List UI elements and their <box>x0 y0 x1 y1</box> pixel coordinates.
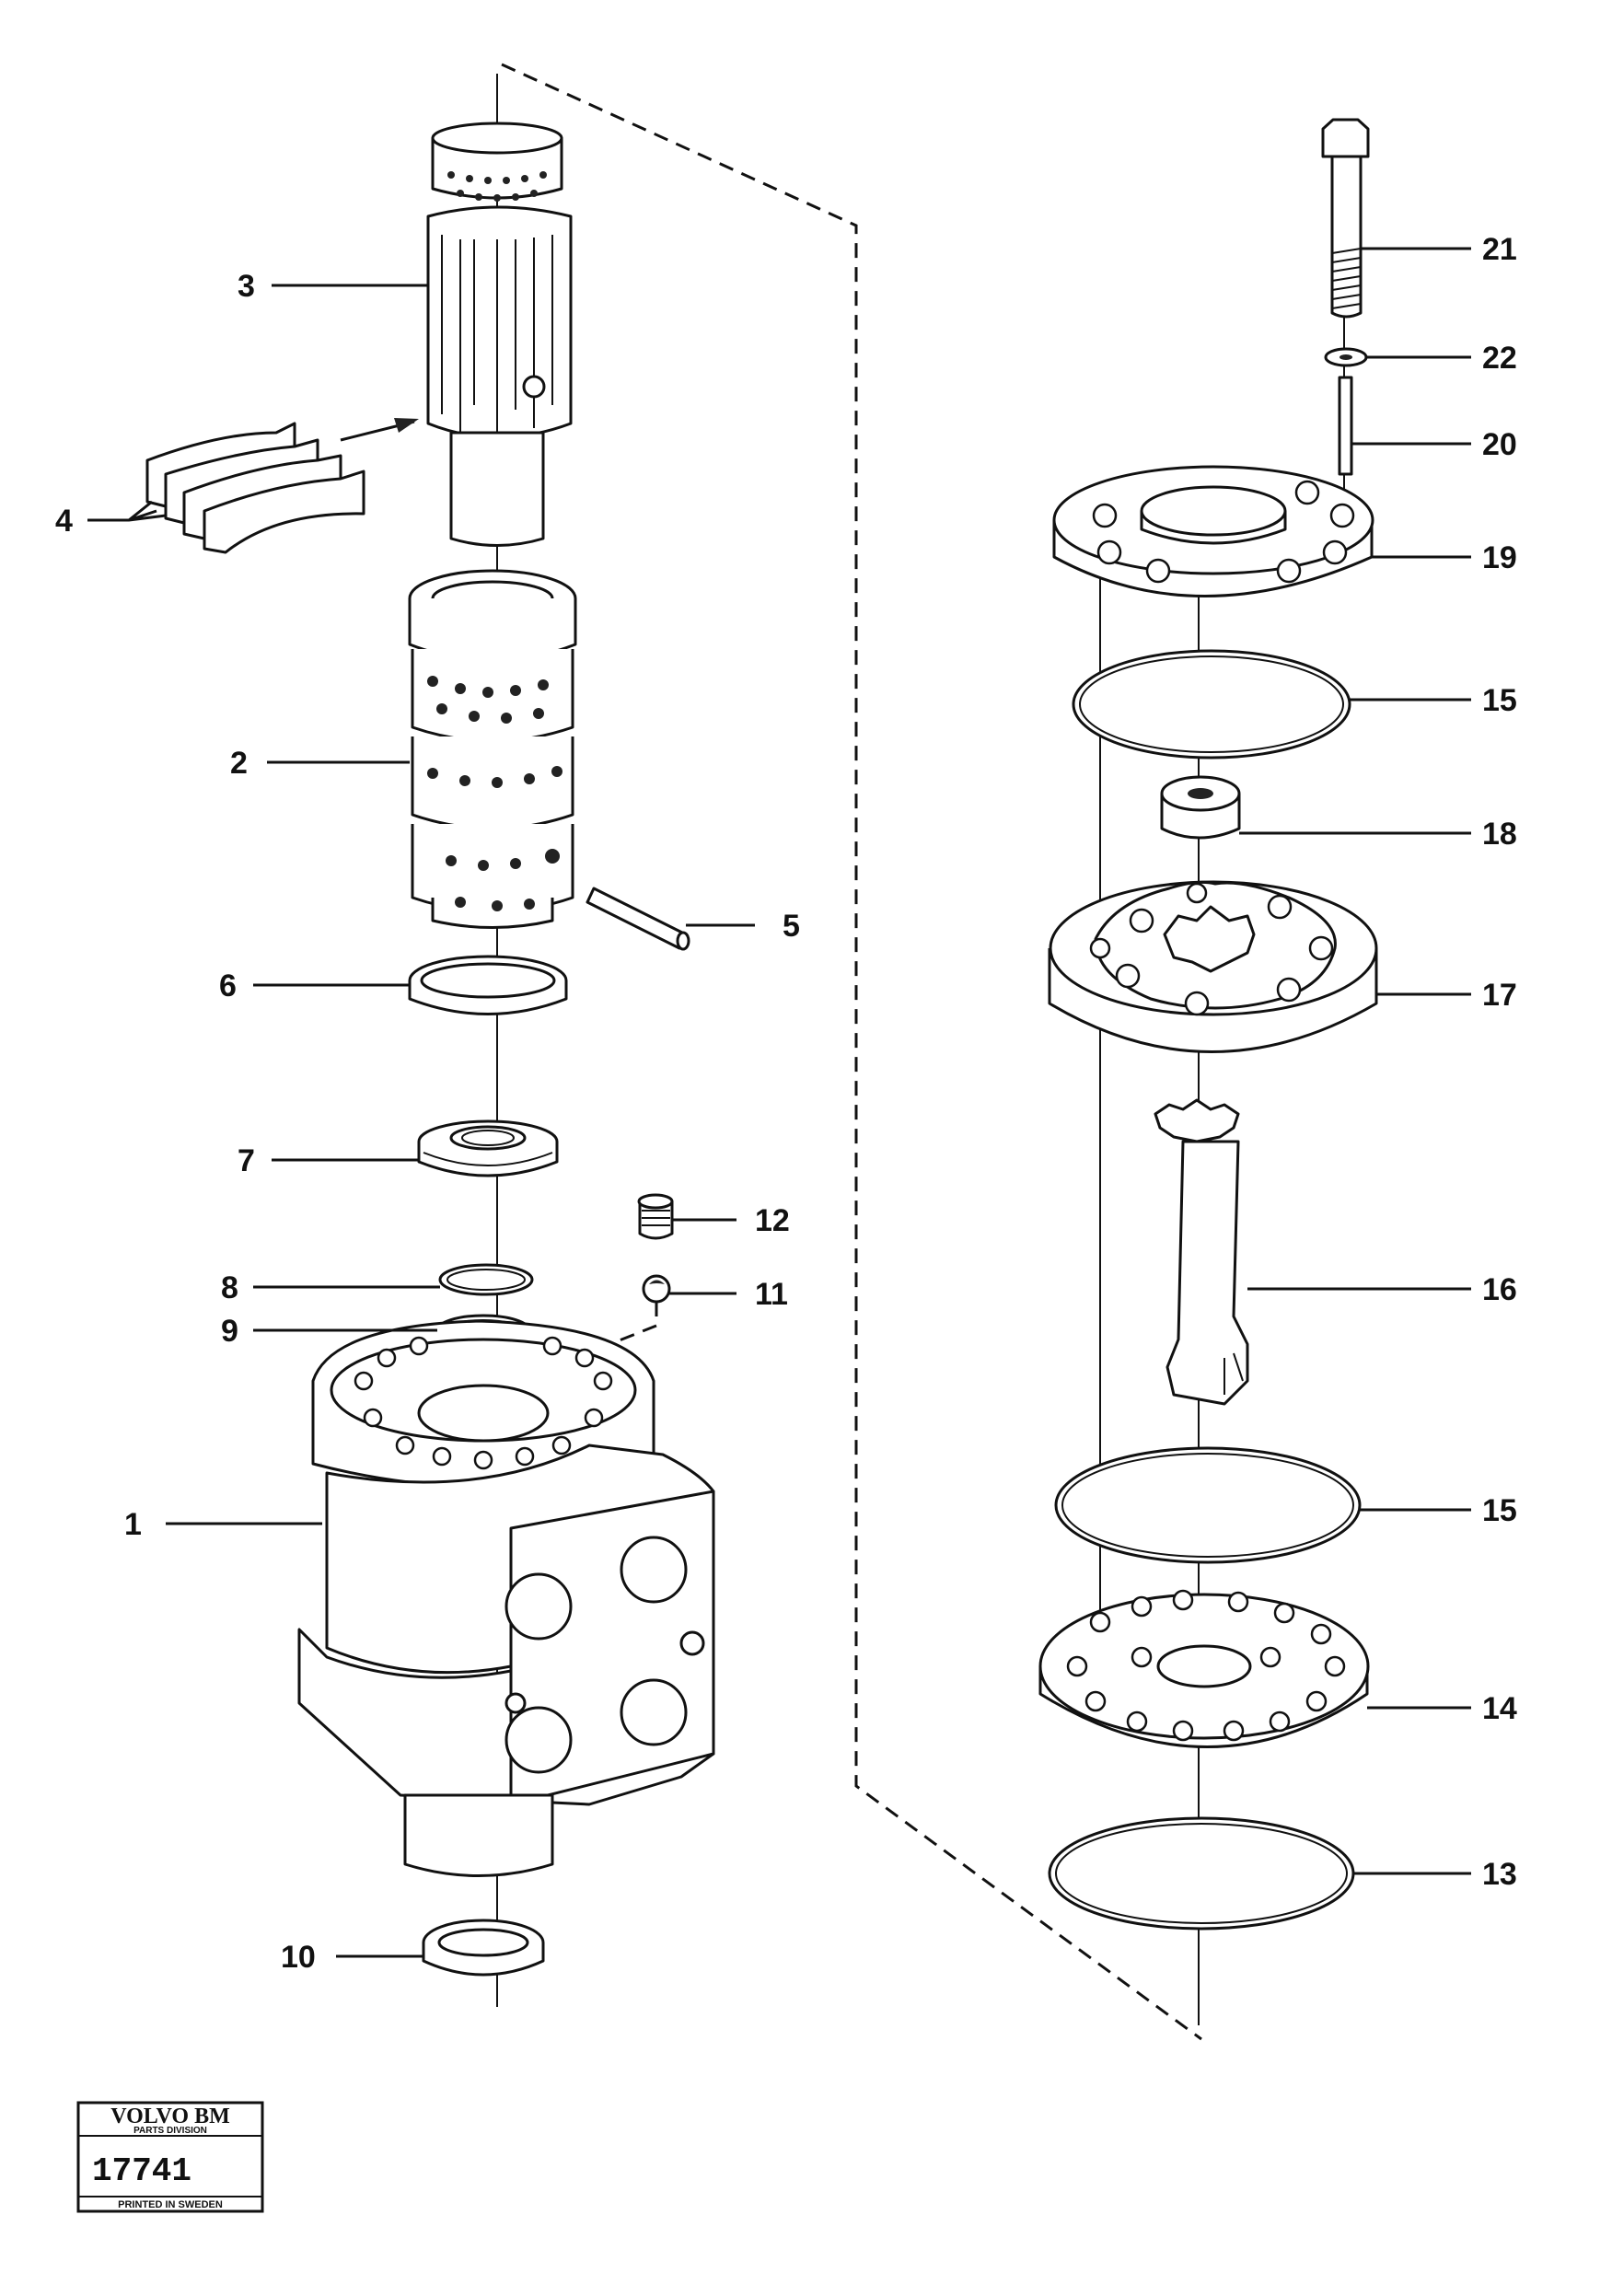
callout-18: 18 <box>1482 817 1517 852</box>
part-6-ring <box>408 955 568 1015</box>
part-1-housing <box>297 1319 715 1877</box>
callout-12: 12 <box>755 1203 790 1238</box>
part-3-spool <box>426 122 573 547</box>
stamp-division: PARTS DIVISION <box>133 2126 207 2136</box>
part-20-pin <box>1338 376 1353 476</box>
part-7-bearing <box>417 1119 559 1177</box>
callout-6: 6 <box>219 968 237 1003</box>
assembly-dashed-line <box>501 63 1202 2041</box>
callout-21: 21 <box>1482 232 1517 267</box>
part-2-sleeve <box>408 569 577 929</box>
part-17-gear-set <box>1048 880 1378 1053</box>
callout-8: 8 <box>221 1270 238 1305</box>
callout-11: 11 <box>755 1277 788 1312</box>
part-4-leaf-springs <box>145 422 365 554</box>
callout-leaders <box>87 247 1471 1958</box>
stamp-brand: VOLVO BM <box>110 2105 230 2128</box>
callout-22: 22 <box>1482 341 1517 376</box>
volvo-bm-parts-stamp: VOLVO BM PARTS DIVISION 17741 PRINTED IN… <box>76 2101 264 2213</box>
callout-5: 5 <box>783 909 800 944</box>
callout-14: 14 <box>1482 1691 1517 1726</box>
part-14-plate <box>1038 1589 1370 1748</box>
part-12-plug <box>637 1193 674 1240</box>
part-5-pin <box>586 887 690 951</box>
callout-7: 7 <box>238 1143 255 1178</box>
callout-3: 3 <box>238 269 255 304</box>
callout-10: 10 <box>281 1940 316 1975</box>
callout-17: 17 <box>1482 978 1517 1013</box>
part-19-end-cover <box>1052 465 1374 597</box>
callout-13: 13 <box>1482 1857 1517 1892</box>
callout-15-upper: 15 <box>1482 683 1517 718</box>
part-21-bolt <box>1321 118 1370 319</box>
part-13-oring <box>1048 1816 1355 1931</box>
callout-2: 2 <box>230 746 248 781</box>
stamp-printed: PRINTED IN SWEDEN <box>118 2199 223 2210</box>
callout-1: 1 <box>124 1507 142 1542</box>
stamp-number: 17741 <box>92 2152 191 2190</box>
callout-20: 20 <box>1482 427 1517 462</box>
part-11-dashed-route <box>597 1302 658 1404</box>
part-18-bushing <box>1160 775 1241 840</box>
part-11-ball <box>642 1274 671 1304</box>
callout-4: 4 <box>55 504 73 539</box>
part-15-oring-upper <box>1072 649 1351 760</box>
part-10-seal-ring <box>422 1919 545 1977</box>
part-4-arrowhead <box>394 418 419 433</box>
part-15-oring-lower <box>1054 1446 1362 1564</box>
callout-19: 19 <box>1482 540 1517 575</box>
part-8-oring <box>438 1263 534 1296</box>
callout-9: 9 <box>221 1314 238 1349</box>
callout-16: 16 <box>1482 1272 1517 1307</box>
callout-15-lower: 15 <box>1482 1493 1517 1528</box>
part-16-drive-shaft <box>1154 1098 1249 1406</box>
part-22-washer <box>1324 347 1368 367</box>
